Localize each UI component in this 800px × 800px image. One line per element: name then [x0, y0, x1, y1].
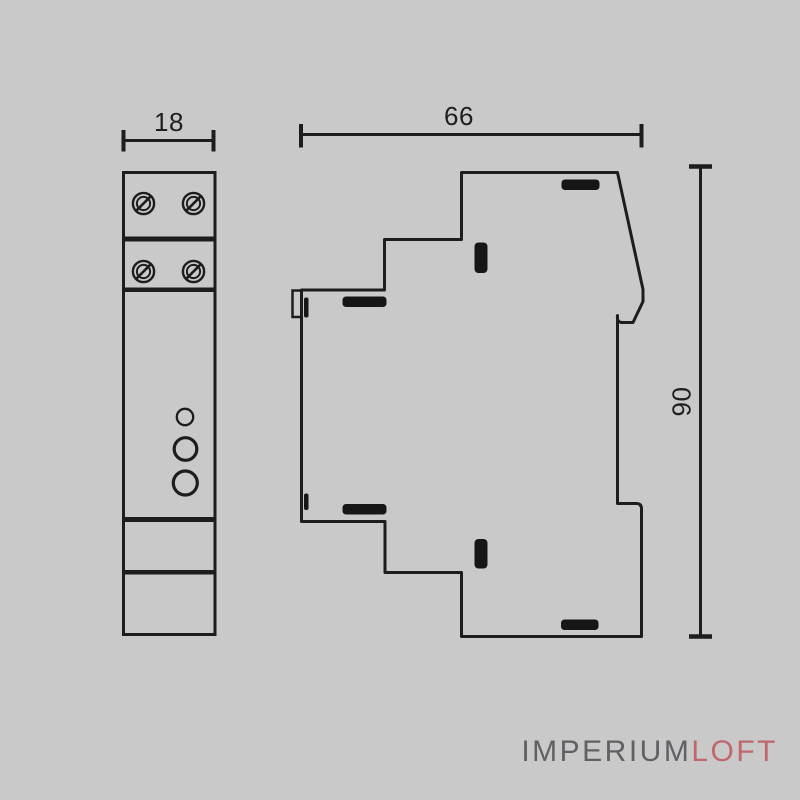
side-view: 66 90: [291, 101, 712, 639]
vent-slot-mark: [561, 619, 599, 630]
brand-logo-imperium: IMPERIUM: [521, 735, 692, 768]
base-divider: [122, 517, 216, 522]
brand-logo: IMPERIUMLOFT: [521, 737, 778, 767]
front-outline: [122, 171, 217, 636]
side-outline: [300, 171, 645, 638]
vent-slot-mark: [474, 242, 488, 273]
dim-front-width: 18: [121, 107, 216, 152]
dim-side-height: 90: [667, 164, 712, 639]
screw-terminal-icon: [131, 191, 156, 216]
terminal-divider: [122, 287, 216, 292]
vent-slot-mark: [474, 539, 488, 569]
dim-side-depth: 66: [299, 101, 644, 148]
screw-terminal-icon: [181, 191, 206, 216]
vent-slot-mark: [342, 296, 387, 307]
dim-front-width-label: 18: [154, 107, 184, 137]
vent-slot-mark: [561, 179, 600, 190]
knob-circle-icon: [172, 436, 199, 462]
led-indicator-icon: [175, 407, 195, 427]
screw-terminal-icon: [131, 259, 156, 284]
front-view: 18: [121, 107, 217, 636]
din-clip-nub: [304, 493, 309, 510]
screw-terminal-icon: [181, 259, 206, 284]
din-clip-lip: [291, 289, 301, 319]
vent-slot-mark: [342, 504, 387, 515]
dim-side-height-label: 90: [667, 387, 697, 417]
base-divider: [122, 570, 216, 575]
knob-circle-icon: [171, 469, 199, 497]
brand-logo-loft: LOFT: [691, 735, 778, 768]
terminal-divider: [122, 236, 216, 242]
din-clip-nub: [304, 297, 309, 318]
dim-side-depth-label: 66: [444, 101, 474, 131]
